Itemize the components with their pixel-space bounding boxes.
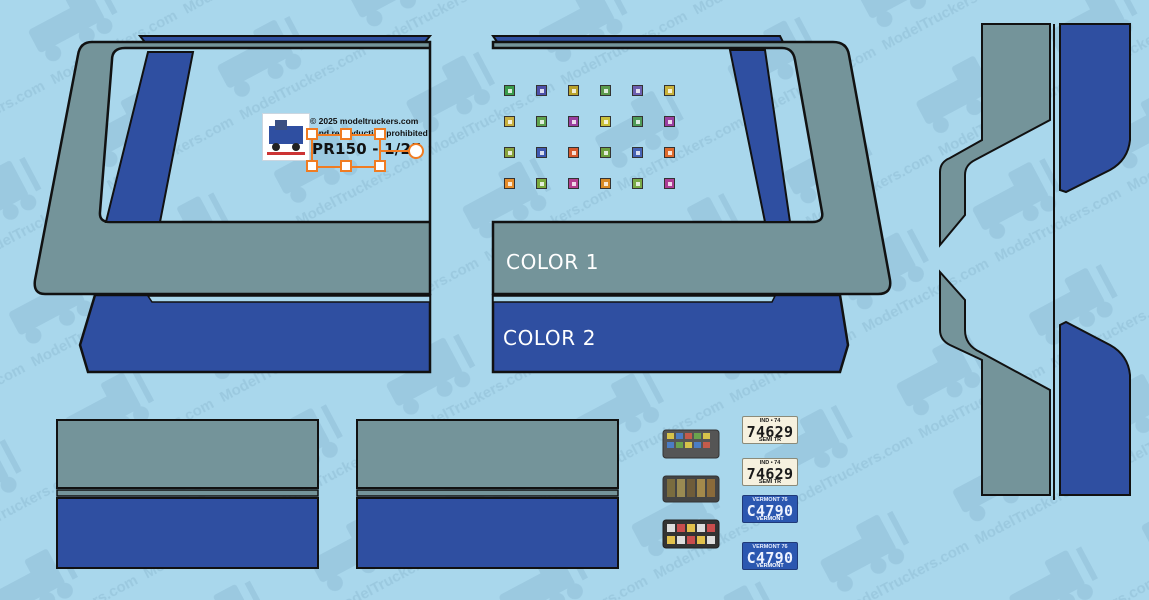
- decal-icon-glyph: [540, 120, 544, 124]
- plate-top-text: IND • 74: [759, 418, 781, 424]
- plate-bottom-text: VERMONT: [756, 563, 784, 569]
- decal-icon: [632, 85, 643, 96]
- windshield-frame-right: [491, 35, 892, 374]
- plate-bottom-text: SEMI TR: [758, 437, 782, 443]
- rotate-handle[interactable]: [408, 143, 424, 159]
- icon-grid: [504, 85, 676, 197]
- license-plate-2: IND • 74 74629 SEMI TR: [742, 458, 798, 486]
- decal-icon: [504, 178, 515, 189]
- plate-number: C4790: [746, 549, 794, 567]
- resize-handle-top-middle[interactable]: [340, 128, 352, 140]
- selection-line-left: [311, 134, 313, 166]
- decal-icon-glyph: [508, 182, 512, 186]
- decal-icon: [632, 116, 643, 127]
- plate-bottom-text: SEMI TR: [758, 479, 782, 485]
- plate-bottom-text: VERMONT: [756, 516, 784, 522]
- decal-icon: [568, 116, 579, 127]
- decal-icon-glyph: [540, 182, 544, 186]
- plate-top-text: IND • 74: [759, 460, 781, 466]
- gauge-panel-strip-3: [662, 519, 720, 549]
- resize-handle-bottom-left[interactable]: [306, 160, 318, 172]
- decal-icon-glyph: [604, 89, 608, 93]
- decal-icon: [504, 85, 515, 96]
- plate-top-text: VERMONT 76: [752, 544, 788, 550]
- decal-icon: [504, 147, 515, 158]
- decal-icon: [568, 147, 579, 158]
- decal-icon: [600, 178, 611, 189]
- decal-icon: [504, 116, 515, 127]
- decal-icon-glyph: [572, 182, 576, 186]
- decal-icon: [536, 147, 547, 158]
- resize-handle-bottom-middle[interactable]: [340, 160, 352, 172]
- decal-icon: [664, 147, 675, 158]
- decal-icon: [568, 178, 579, 189]
- decal-icon: [632, 147, 643, 158]
- door-piece-upper-left: [939, 23, 1051, 248]
- kit-code: PR150 - 1/25: [312, 140, 422, 158]
- license-plate-3: VERMONT 76 C4790 VERMONT: [742, 495, 798, 523]
- decal-icon-glyph: [636, 182, 640, 186]
- stripe-panel-right: [356, 419, 619, 569]
- decal-icon-glyph: [668, 151, 672, 155]
- decal-icon-glyph: [604, 182, 608, 186]
- decal-icon-glyph: [508, 151, 512, 155]
- windshield-frame-left: [33, 35, 433, 374]
- license-plate-1: IND • 74 74629 SEMI TR: [742, 416, 798, 444]
- color1-label: COLOR 1: [506, 250, 600, 274]
- color2-label: COLOR 2: [503, 326, 597, 350]
- resize-handle-top-left[interactable]: [306, 128, 318, 140]
- decal-icon-glyph: [572, 120, 576, 124]
- reproduction-notice: and reproduction prohibited: [314, 128, 428, 138]
- plate-number: 74629: [746, 423, 794, 441]
- truck-logo-icon: [262, 113, 310, 161]
- decal-icon-glyph: [636, 89, 640, 93]
- decal-icon-glyph: [572, 89, 576, 93]
- decal-icon: [632, 178, 643, 189]
- decal-icon-glyph: [668, 120, 672, 124]
- decal-icon: [600, 116, 611, 127]
- decal-icon-glyph: [604, 151, 608, 155]
- door-piece-lower-left: [939, 269, 1051, 496]
- plate-top-text: VERMONT 76: [752, 497, 788, 503]
- stripe-panel-left: [56, 419, 319, 569]
- title-block: © 2025 modeltruckers.com and reproductio…: [262, 113, 442, 175]
- license-plate-4: VERMONT 76 C4790 VERMONT: [742, 542, 798, 570]
- decal-icon-glyph: [636, 120, 640, 124]
- gauge-panel-strip-1: [662, 429, 720, 459]
- decal-icon: [568, 85, 579, 96]
- decal-icon: [600, 85, 611, 96]
- decal-icon-glyph: [668, 89, 672, 93]
- plate-number: C4790: [746, 502, 794, 520]
- decal-icon: [600, 147, 611, 158]
- door-piece-upper-right: [1059, 23, 1131, 194]
- door-piece-lower-right: [1059, 320, 1131, 496]
- rotation-line: [380, 150, 416, 152]
- decal-icon-glyph: [636, 151, 640, 155]
- resize-handle-top-right[interactable]: [374, 128, 386, 140]
- selection-line-right: [379, 134, 381, 166]
- decal-icon: [536, 116, 547, 127]
- decal-icon: [536, 178, 547, 189]
- decal-icon: [536, 85, 547, 96]
- copyright-text: © 2025 modeltruckers.com: [310, 116, 419, 126]
- resize-handle-bottom-right[interactable]: [374, 160, 386, 172]
- decal-icon: [664, 116, 675, 127]
- decal-icon: [664, 85, 675, 96]
- gauge-panel-strip-2: [662, 475, 720, 503]
- plate-number: 74629: [746, 465, 794, 483]
- decal-icon-glyph: [508, 89, 512, 93]
- decal-icon-glyph: [540, 151, 544, 155]
- decal-icon-glyph: [604, 120, 608, 124]
- decal-icon-glyph: [508, 120, 512, 124]
- decal-icon: [664, 178, 675, 189]
- decal-icon-glyph: [540, 89, 544, 93]
- decal-icon-glyph: [572, 151, 576, 155]
- decal-icon-glyph: [668, 182, 672, 186]
